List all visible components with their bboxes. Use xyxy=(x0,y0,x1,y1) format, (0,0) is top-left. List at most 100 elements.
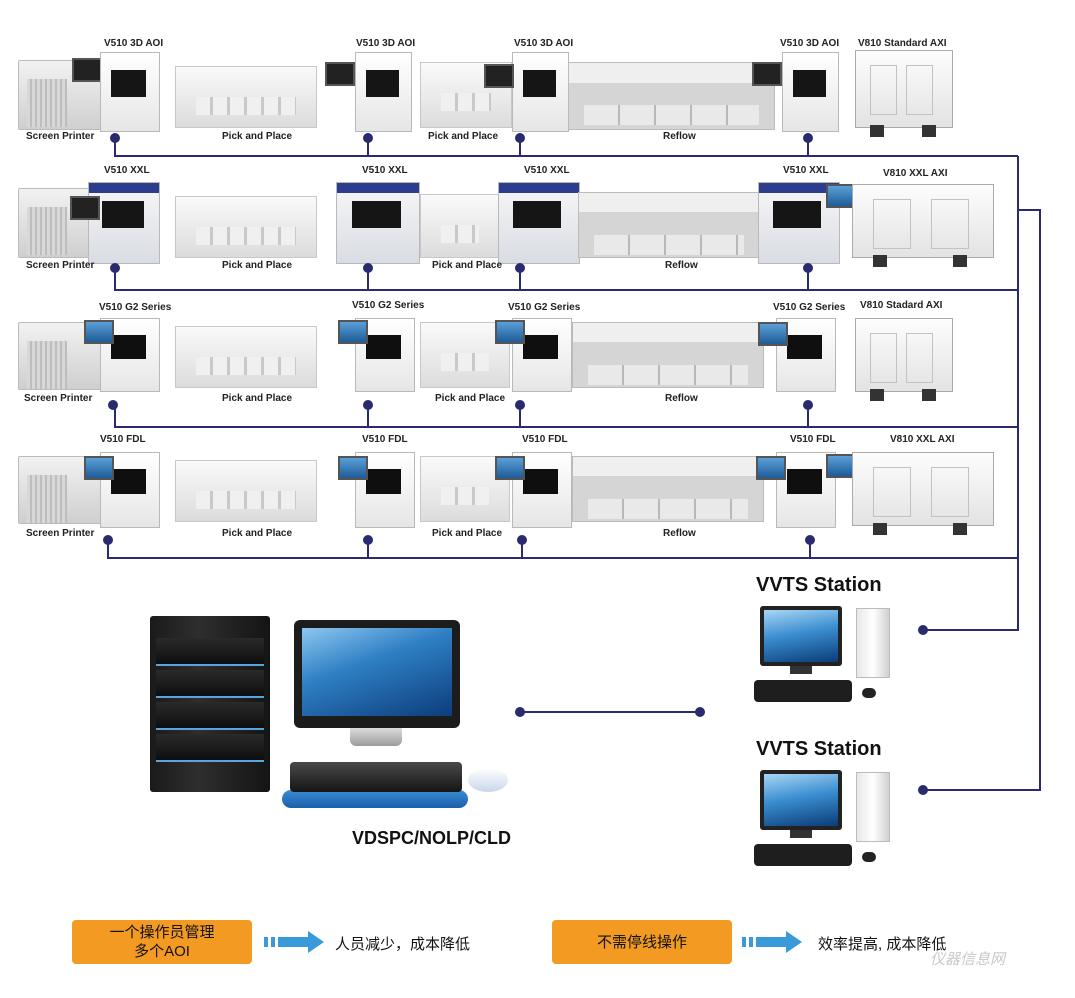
pick-and-place-1a xyxy=(175,66,317,128)
reflow-label: Reflow xyxy=(665,260,698,271)
aoi-monitor-icon xyxy=(495,456,525,480)
server-label: VDSPC/NOLP/CLD xyxy=(352,828,512,848)
pc-tower-icon xyxy=(856,608,890,678)
axi-xxl-2 xyxy=(852,184,994,267)
aoi-label: V510 XXL xyxy=(783,165,829,176)
connection-node xyxy=(803,400,813,410)
connection-node xyxy=(695,707,705,717)
aoi-label: V510 FDL xyxy=(790,434,836,445)
aoi-label: V510 3D AOI xyxy=(104,38,164,49)
aoi-monitor-icon xyxy=(338,320,368,344)
pick-and-place-2b xyxy=(420,194,500,258)
aoi-3d-1b xyxy=(355,52,412,132)
reflow-oven-3 xyxy=(572,322,764,388)
reflow-oven-2 xyxy=(578,192,760,258)
reflow-oven-4 xyxy=(572,456,764,522)
connection-node xyxy=(110,263,120,273)
aoi-label: V510 3D AOI xyxy=(356,38,416,49)
connection-node xyxy=(515,263,525,273)
monitor-icon xyxy=(760,770,842,830)
reflow-label: Reflow xyxy=(665,393,698,404)
pp-label: Pick and Place xyxy=(222,260,293,271)
printer-monitor-icon xyxy=(72,58,102,82)
aoi-label: V510 XXL xyxy=(524,165,570,176)
reflow-label: Reflow xyxy=(663,528,696,539)
axi-xxl-4 xyxy=(852,452,994,535)
benefit-text-1: 人员减少，成本降低 xyxy=(335,936,471,953)
benefit-box-1: 一个操作员管理 多个AOI xyxy=(72,920,252,964)
pp-label: Pick and Place xyxy=(222,393,293,404)
connection-node xyxy=(363,133,373,143)
reflow-label: Reflow xyxy=(663,131,696,142)
pick-and-place-4a xyxy=(175,460,317,522)
aoi-monitor-icon xyxy=(756,456,786,480)
aoi-xxl-2a xyxy=(88,182,160,264)
aoi-label: V510 FDL xyxy=(522,434,568,445)
connection-node xyxy=(363,400,373,410)
aoi-label: V510 FDL xyxy=(362,434,408,445)
connection-node xyxy=(515,707,525,717)
station-title: VVTS Station xyxy=(756,738,882,760)
aoi-3d-1d xyxy=(782,52,839,132)
aoi-label: V510 3D AOI xyxy=(514,38,574,49)
aoi-label: V510 G2 Series xyxy=(508,302,581,313)
aoi-monitor-icon xyxy=(495,320,525,344)
mouse-icon xyxy=(468,768,508,792)
pp-label: Pick and Place xyxy=(432,528,503,539)
screen-printer-1 xyxy=(18,60,105,130)
aoi-monitor-icon xyxy=(758,322,788,346)
aoi-label: V510 XXL xyxy=(104,165,150,176)
axi-standard-3 xyxy=(855,318,953,401)
connection-node xyxy=(918,625,928,635)
aoi-monitor-icon xyxy=(826,184,856,208)
printer-label: Screen Printer xyxy=(26,260,95,271)
mouse-icon xyxy=(862,688,876,698)
aoi-label: V510 3D AOI xyxy=(780,38,840,49)
station-title: VVTS Station xyxy=(756,574,882,596)
keyboard-icon xyxy=(290,762,462,792)
aoi-monitor-icon xyxy=(84,320,114,344)
axi-monitor-icon xyxy=(826,454,856,478)
pp-label: Pick and Place xyxy=(435,393,506,404)
aoi-label: V510 XXL xyxy=(362,165,408,176)
wrist-rest xyxy=(282,790,468,808)
aoi-3d-1c xyxy=(512,52,569,132)
pp-label: Pick and Place xyxy=(432,260,503,271)
pick-and-place-3a xyxy=(175,326,317,388)
benefit-box-line: 一个操作员管理 xyxy=(109,924,215,941)
aoi-monitor-icon xyxy=(325,62,355,86)
aoi-monitor-icon xyxy=(752,62,782,86)
printer-label: Screen Printer xyxy=(24,393,93,404)
monitor-icon xyxy=(760,606,842,666)
aoi-label: V510 FDL xyxy=(100,434,146,445)
printer-label: Screen Printer xyxy=(26,528,95,539)
aoi-xxl-2c xyxy=(498,182,580,264)
axi-standard-1 xyxy=(855,50,953,137)
keyboard-icon xyxy=(754,680,852,702)
axi-label: V810 Stadard AXI xyxy=(860,300,943,311)
keyboard-icon xyxy=(754,844,852,866)
connection-node xyxy=(918,785,928,795)
arrow-right-icon xyxy=(742,931,802,953)
axi-label: V810 XXL AXI xyxy=(883,168,948,179)
pp-label: Pick and Place xyxy=(222,131,293,142)
server-tower-icon xyxy=(150,616,270,792)
benefit-text-2: 效率提高, 成本降低 xyxy=(818,936,947,953)
aoi-monitor-icon xyxy=(84,456,114,480)
connection-node xyxy=(103,535,113,545)
connection-node xyxy=(517,535,527,545)
monitor-icon xyxy=(294,620,460,728)
aoi-label: V510 G2 Series xyxy=(99,302,172,313)
benefit-box-2: 不需停线操作 xyxy=(552,920,732,964)
benefit-box-line: 多个AOI xyxy=(134,943,190,960)
aoi-monitor-icon xyxy=(70,196,100,220)
connection-node xyxy=(363,263,373,273)
connection-node xyxy=(515,133,525,143)
aoi-xxl-2b xyxy=(336,182,420,264)
aoi-monitor-icon xyxy=(484,64,514,88)
watermark: 仪器信息网 xyxy=(930,951,1006,968)
connection-node xyxy=(363,535,373,545)
axi-label: V810 XXL AXI xyxy=(890,434,955,445)
aoi-g2-3a xyxy=(100,318,160,392)
pp-label: Pick and Place xyxy=(222,528,293,539)
